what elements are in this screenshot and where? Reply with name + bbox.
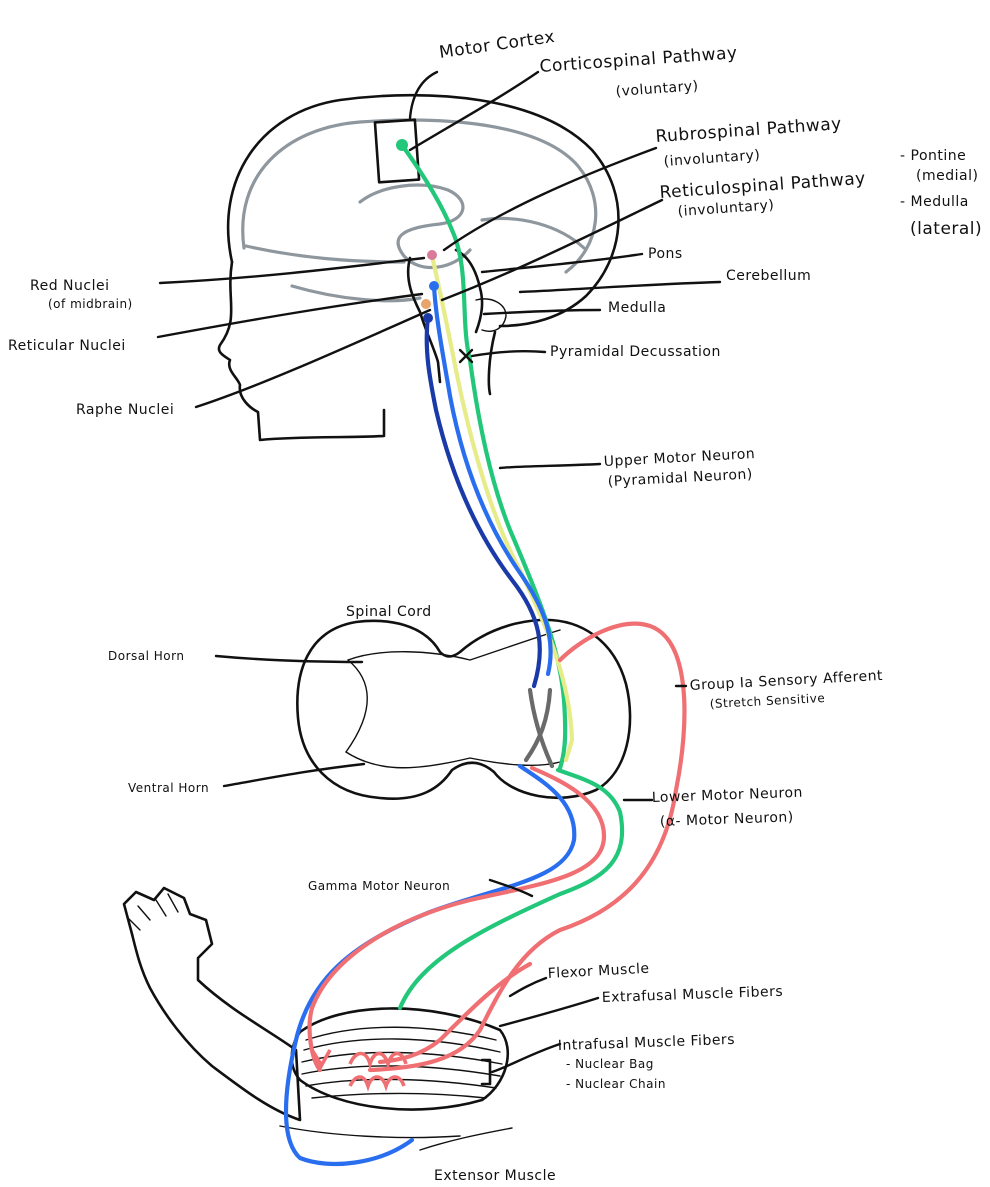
label-extensor-muscle: Extensor Muscle [434,1168,556,1184]
label-raphe-nuclei: Raphe Nuclei [76,402,174,418]
label-nuclear-bag: - Nuclear Bag [566,1057,654,1071]
label-pons: Pons [648,246,683,262]
cortex-neuron-body [396,139,408,151]
label-rubrospinal-pathway: Rubrospinal Pathway [655,114,843,147]
corticospinal-tract [402,145,565,768]
label-alpha-motor-neuron: (α- Motor Neuron) [660,809,794,830]
label-flexor-muscle: Flexor Muscle [547,961,650,982]
red-nucleus-dot [427,250,437,260]
label-lateral: (lateral) [910,219,982,239]
labels: Motor Cortex Corticospinal Pathway (volu… [8,27,982,1184]
label-stretch-sensitive: (Stretch Sensitive [709,691,825,711]
label-gamma-motor-neuron: Gamma Motor Neuron [308,879,450,893]
label-rubrospinal-involuntary: (involuntary) [663,147,761,170]
label-cerebellum: Cerebellum [726,268,811,284]
brainstem [408,250,506,382]
spinal-cord-section [297,620,630,799]
label-corticospinal-voluntary: (voluntary) [615,78,699,100]
medullary-reticular-dot [423,313,433,323]
label-intrafusal: Intrafusal Muscle Fibers [558,1032,736,1054]
pathways [286,139,684,1164]
label-corticospinal-pathway: Corticospinal Pathway [539,43,738,77]
label-upper-motor-neuron: Upper Motor Neuron [603,446,755,470]
label-medulla: Medulla [608,300,666,316]
label-red-nuclei: Red Nuclei [30,278,109,294]
muscle-belly [280,1008,512,1150]
label-medulla-side: - Medulla [900,194,969,210]
head-outline [219,95,619,440]
label-pontine: - Pontine [900,148,966,164]
label-dorsal-horn: Dorsal Horn [108,649,184,663]
label-of-midbrain: (of midbrain) [48,297,133,311]
label-nuclear-chain: - Nuclear Chain [566,1077,666,1091]
label-reticular-nuclei: Reticular Nuclei [8,338,126,354]
motor-cortex-box [375,120,419,183]
label-pyramidal-neuron: (Pyramidal Neuron) [607,466,753,490]
label-group-ia: Group Ia Sensory Afferent [689,668,883,694]
raphe-nucleus-dot [421,299,431,309]
arm-outline [124,888,300,1120]
label-medial: (medial) [916,168,978,184]
label-ventral-horn: Ventral Horn [128,781,209,795]
label-pyramidal-decussation: Pyramidal Decussation [550,344,721,360]
pontine-reticular-dot [429,281,439,291]
label-extrafusal: Extrafusal Muscle Fibers [602,984,784,1006]
label-spinal-cord: Spinal Cord [346,604,432,620]
